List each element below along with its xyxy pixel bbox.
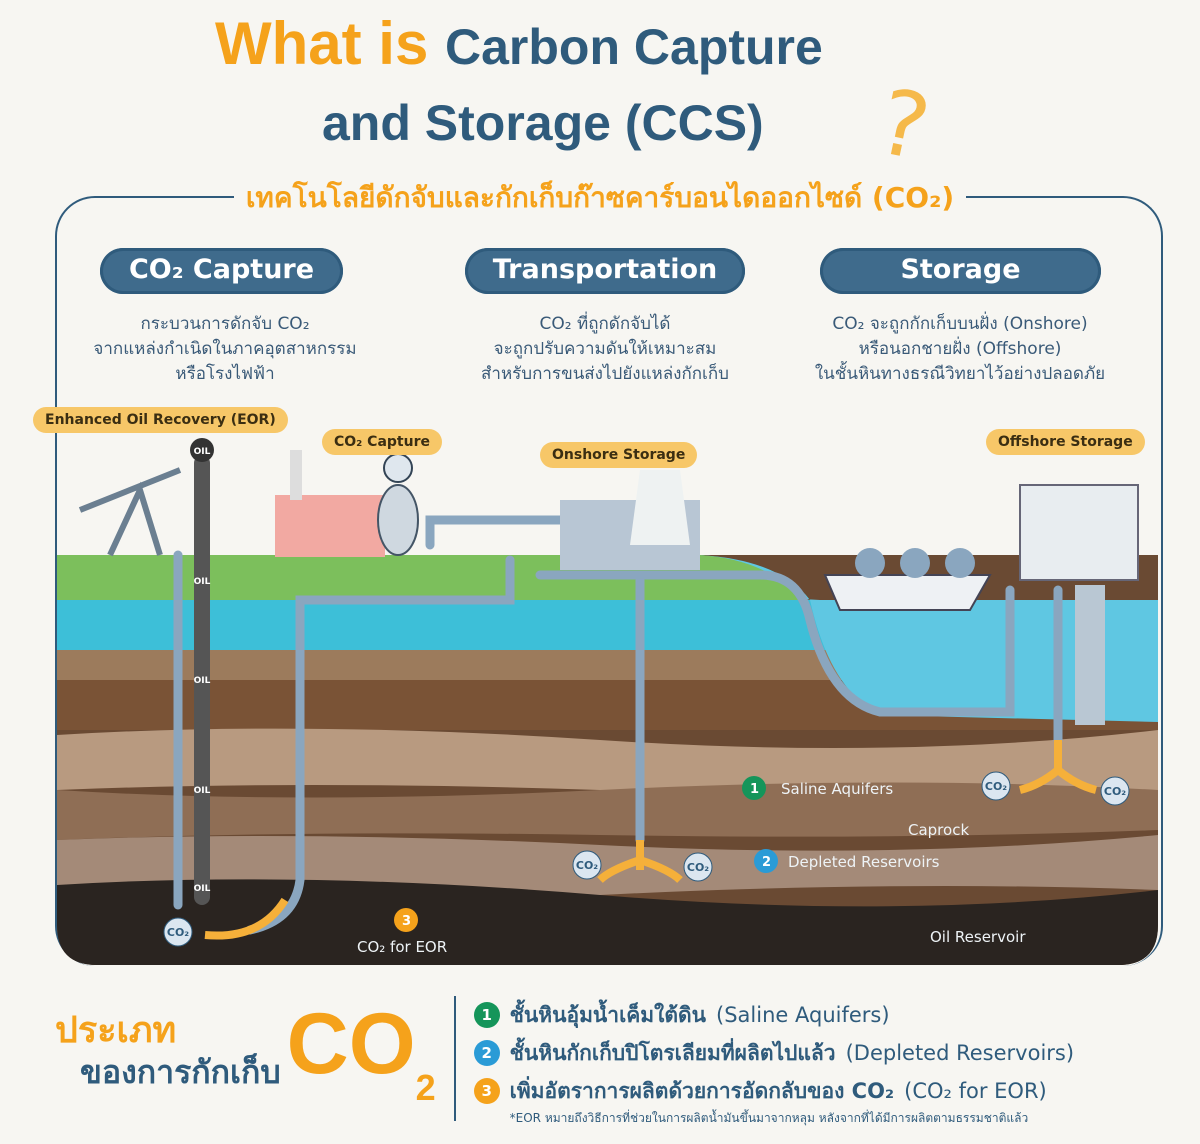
type-thai: ชั้นหินกักเก็บปิโตรเลียมที่ผลิตไปแล้ว [509,1041,836,1065]
number-badge-3 [394,908,418,932]
fan-icon [383,453,413,483]
number-badge-2: 2 [473,1040,500,1066]
type-en: (Depleted Reservoirs) [845,1041,1075,1065]
caprock-label: Caprock [908,821,969,839]
oil-label: OIL [194,577,211,587]
desc-line: หรือโรงไฟฟ้า [175,364,275,384]
capture-label: CO₂ Capture [322,429,442,455]
types-heading-text: ประเภท ของการกักเก็บ [55,1010,281,1092]
desc-line: หรือนอกชายฝั่ง (Offshore) [858,339,1062,359]
type-item-1: 1 ชั้นหินอุ้มน้ำเค็มใต้ดิน (Saline Aquif… [473,996,1074,1034]
chimney-icon [290,450,302,500]
types-co: CO [286,996,416,1092]
co2-bubble [683,852,713,882]
onshore-storage-label: Onshore Storage [540,442,698,468]
types-co-sub: 2 [415,1067,436,1108]
stage-transport-desc: CO₂ ที่ถูกดักจับได้ จะถูกปรับความดันให้เ… [440,312,770,387]
co2-bubble [572,850,602,880]
oil-label: OIL [194,786,211,796]
factory-icon [275,495,385,557]
stage-storage-title: Storage [820,248,1101,294]
type-thai: เพิ่มอัตราการผลิตด้วยการอัดกลับของ CO₂ [509,1079,895,1103]
title-line-1: What is Carbon Capture [215,8,823,83]
eor-injection-arrow [204,897,289,940]
oil-drop-icon [190,438,214,462]
stage-transport-title: Transportation [465,248,745,294]
oil-label: OIL [194,447,211,457]
co2-pipeline [173,515,1063,935]
type-en: (Saline Aquifers) [716,1003,890,1027]
saline-aquifers-label: Saline Aquifers [781,780,893,798]
desc-line: ในชั้นหินทางธรณีวิทยาไว้อย่างปลอดภัย [814,364,1106,384]
number-badge-3: 3 [473,1078,500,1104]
co2-for-eor-label: CO₂ for EOR [357,938,447,956]
depleted-reservoirs-label: Depleted Reservoirs [788,853,940,871]
ship-tank [945,548,975,578]
ship-tank [900,548,930,578]
pumpjack-icon [78,467,182,557]
onshore-injection-arrow [597,840,683,883]
offshore-injection-arrow [1018,740,1098,794]
saline-aquifer-layer [57,728,1158,795]
oil-reservoir-label: Oil Reservoir [930,928,1026,946]
badge-number: 1 [750,782,759,797]
types-heading-2: ของการกักเก็บ [80,1053,281,1091]
title-line-2: and Storage (CCS) [322,95,764,151]
desc-line: CO₂ จะถูกกักเก็บบนฝั่ง (Onshore) [832,314,1088,334]
type-item-3: 3 เพิ่มอัตราการผลิตด้วยการอัดกลับของ CO₂… [473,1072,1074,1110]
co2-bubble [163,917,193,947]
oil-label: OIL [194,884,211,894]
platform-leg [1075,585,1105,725]
badge-number: 2 [762,855,771,870]
co2-bubble [981,771,1011,801]
type-en: (CO₂ for EOR) [904,1079,1047,1103]
number-badge-2 [754,849,778,873]
eor-footnote: *EOR หมายถึงวิธีการที่ช่วยในการผลิตน้ำมั… [509,1111,1029,1125]
co2-bubble-label: CO₂ [985,780,1007,793]
number-badge-1: 1 [473,1002,500,1028]
co2-bubble-label: CO₂ [167,926,189,939]
co2-bubble [1100,776,1130,806]
desc-line: กระบวนการดักจับ CO₂ [140,314,310,334]
co2-bubble-label: CO₂ [1104,785,1126,798]
stage-capture-desc: กระบวนการดักจับ CO₂ จากแหล่งกำเนิดในภาคอ… [60,312,390,387]
desc-line: สำหรับการขนส่งไปยังแหล่งกักเก็บ [481,364,729,384]
number-badge-1 [742,776,766,800]
oil-well [194,455,210,905]
desc-line: จะถูกปรับความดันให้เหมาะสม [493,339,717,359]
offshore-storage-label: Offshore Storage [986,429,1145,455]
title-main: Carbon Capture [445,19,823,75]
type-item-2: 2 ชั้นหินกักเก็บปิโตรเลียมที่ผลิตไปแล้ว … [473,1034,1075,1072]
offshore-platform-icon [1019,484,1139,581]
title-prefix: What is [215,10,429,77]
type-thai: ชั้นหินอุ้มน้ำเค็มใต้ดิน [509,1003,707,1027]
divider [453,996,456,1121]
desc-line: CO₂ ที่ถูกดักจับได้ [539,314,671,334]
types-heading-1: ประเภท [55,1010,177,1051]
oil-reservoir-layer [57,879,1158,965]
oil-label: OIL [194,676,211,686]
eor-label: Enhanced Oil Recovery (EOR) [33,407,288,433]
stage-storage-desc: CO₂ จะถูกกักเก็บบนฝั่ง (Onshore) หรือนอก… [790,312,1130,387]
cooling-tower-icon [630,470,690,545]
subtitle: เทคโนโลยีดักจับและกักเก็บก๊าซคาร์บอนไดออ… [0,176,1200,220]
stage-capture-title: CO₂ Capture [100,248,343,294]
caprock-layer [57,782,1158,840]
badge-number: 3 [402,914,411,929]
sea [57,555,1158,722]
co2-bubble-label: CO₂ [687,861,709,874]
desc-line: จากแหล่งกำเนิดในภาคอุตสาหกรรม [93,339,357,359]
subtitle-text: เทคโนโลยีดักจับและกักเก็บก๊าซคาร์บอนไดออ… [233,181,967,214]
ship-tank [855,548,885,578]
lng-ship-icon [823,574,992,611]
co2-bubble-label: CO₂ [576,859,598,872]
types-list: 1 ชั้นหินอุ้มน้ำเค็มใต้ดิน (Saline Aquif… [473,996,1075,1126]
capture-tank-icon [377,484,419,556]
